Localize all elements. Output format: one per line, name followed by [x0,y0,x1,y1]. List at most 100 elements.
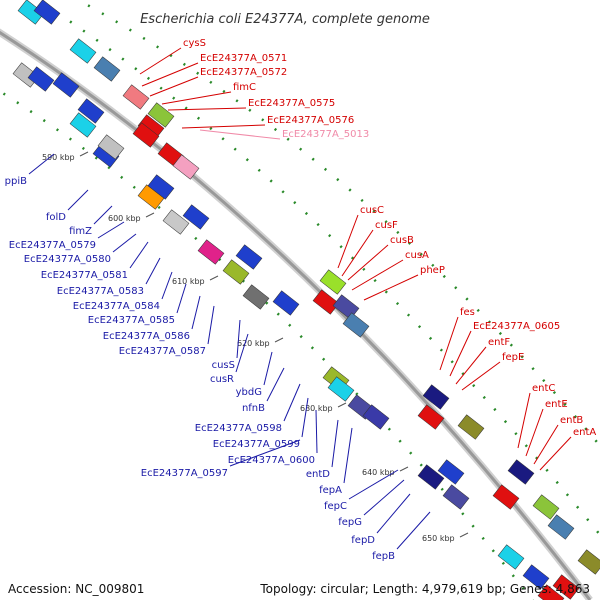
leader-line [363,274,419,301]
leader-line [301,397,309,438]
gene-label-fepc: fepC [324,469,399,512]
leader-line [167,107,247,111]
gene-name: ybdG [236,387,262,398]
leader-line [455,346,487,385]
gene-name: fimZ [69,226,92,237]
tick-mark [145,212,155,218]
gene-label-ece24377a-0585: EcE24377A_0585 [88,283,187,326]
tick-label: 640 kbp [362,468,395,477]
leader-line [235,333,249,373]
gene-label-cusr: cusR [210,333,249,385]
tick-mark [459,532,469,538]
gene-name: entB [560,415,583,426]
gene-feature-block [242,284,270,310]
gene-name: EcE24377A_0572 [200,67,287,78]
gene-name: EcE24377A_0581 [41,270,128,281]
gene-feature-block [52,72,80,98]
gene-name: EcE24377A_0584 [73,301,160,312]
gene-label-ece24377a-0605: EcE24377A_0605 [449,321,560,377]
leader-line [396,511,431,550]
leader-line [351,259,404,291]
gene-label-ece24377a-0580: EcE24377A_0580 [24,233,137,265]
tick-630-kbp: 630 kbp [300,402,347,413]
gene-label-entd: entD [306,419,339,480]
gene-label-ece24377a-0598: EcE24377A_0598 [195,383,301,434]
tick-marks: 590 kbp 600 kbp 610 kbp 620 kbp 630 kbp 640 k… [42,151,469,543]
leader-line [266,367,285,402]
gene-feature-block [27,66,55,92]
gene-label-fimc: fimC [161,82,256,105]
gene-name: EcE24377A_0587 [119,346,206,357]
gene-name: cusA [405,250,429,261]
gene-feature-block [547,514,575,540]
gene-label-ece24377a-0584: EcE24377A_0584 [73,271,173,312]
gene-label-ece24377a-0576: EcE24377A_0576 [181,115,354,129]
gene-name: cusR [210,374,234,385]
leader-line [141,62,199,87]
gene-name: cusC [360,205,384,216]
gene-name: pheP [420,265,445,276]
gene-feature-block [182,204,210,230]
gene-feature-block [172,154,200,180]
gene-name: EcE24377A_0579 [9,240,96,251]
gene-name: EcE24377A_0576 [267,115,354,126]
track-guide-2 [0,89,534,600]
tick-label: 620 kbp [237,339,270,348]
gene-feature-block [197,239,225,265]
leader-line [343,427,353,484]
tick-590-kbp: 590 kbp [42,151,89,162]
tick-650-kbp: 650 kbp [422,532,469,543]
gene-feature-block [272,290,300,316]
gene-feature-block [457,414,485,440]
gene-feature-block [93,56,121,82]
gene-feature-block [552,574,580,600]
gene-feature-block [362,404,390,430]
gene-feature-block [69,38,97,64]
gene-feature-block [312,289,340,315]
gene-feature-block [492,484,520,510]
genome-title: Escherichia coli E24377A, complete genom… [140,12,430,27]
gene-feature-block [537,584,565,600]
gene-label-cusb: cusB [347,235,414,281]
gene-name: EcE24377A_0571 [200,53,287,64]
accession-text: Accession: NC_009801 [8,582,145,596]
leader-line [525,408,544,457]
gene-feature-block [77,98,105,124]
gene-label-fepd: fepD [351,493,411,546]
leader-line [283,383,301,422]
leader-line [149,76,199,97]
gene-name: EcE24377A_0586 [103,331,190,342]
gene-name: EcE24377A_0599 [213,439,300,450]
tick-610-kbp: 610 kbp [172,275,219,286]
tick-label: 610 kbp [172,277,205,286]
tick-mark [209,275,219,281]
gene-label-cusa: cusA [351,250,429,291]
tick-600-kbp: 600 kbp [108,212,155,223]
leader-line [199,129,281,140]
gene-name: cusB [390,235,414,246]
gene-name: EcE24377A_5013 [282,129,369,140]
leader-line [337,214,359,269]
tick-label: 590 kbp [42,153,75,162]
leader-line [539,436,572,471]
gene-label-cusf: cusF [341,220,398,277]
gene-label-cuss: cusS [212,319,241,371]
leader-line [331,419,339,468]
gene-name: EcE24377A_0575 [248,98,335,109]
gene-label-ece24377a-0581: EcE24377A_0581 [41,241,149,281]
gene-name: entF [488,337,510,348]
leader-line [93,205,113,225]
leader-line [347,244,389,281]
gene-label-fepa: fepA [319,427,353,496]
gene-name: ppiB [5,176,27,187]
tick-mark [274,337,284,343]
gene-feature-block [122,84,150,110]
gene-name: fes [460,307,475,318]
gene-name: cusF [375,220,398,231]
gene-feature-block [33,0,61,25]
gene-label-fepe: fepE [461,352,524,391]
leader-line [533,424,559,465]
leader-line [145,257,161,285]
